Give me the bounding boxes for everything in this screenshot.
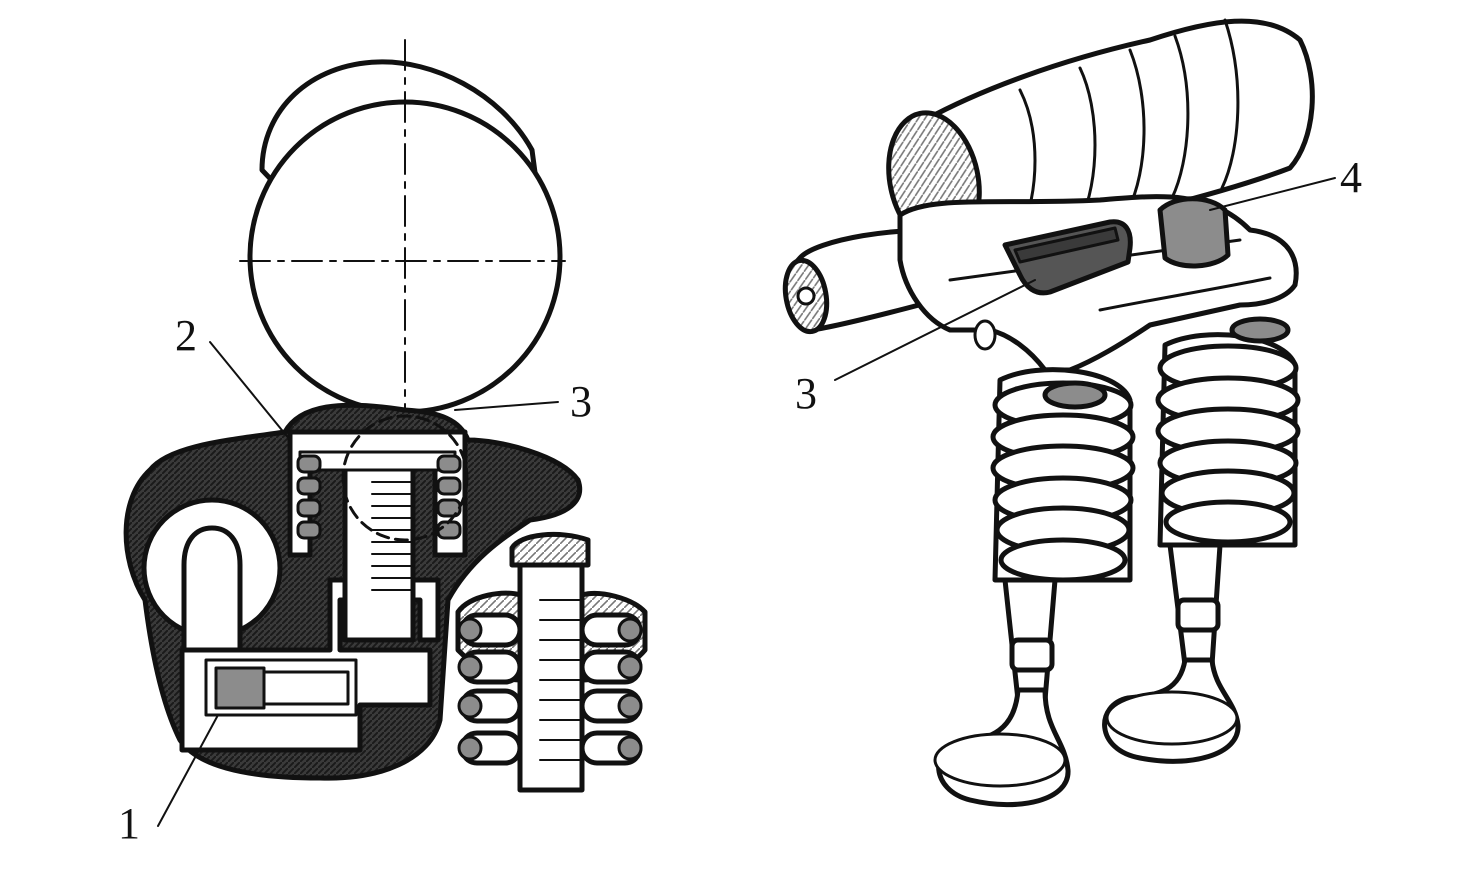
check-valve-element	[214, 666, 266, 710]
camshaft-lobe	[239, 39, 566, 421]
leader-line-3-right	[834, 279, 1036, 381]
roller-outline	[341, 414, 469, 542]
leader-line-1	[157, 714, 219, 827]
valve-spring-coils	[457, 612, 643, 766]
right-isometric-view: 3 4	[782, 18, 1362, 808]
valve-right-spring	[1155, 343, 1301, 545]
valve-stem-threads	[539, 599, 581, 761]
valve-right	[1102, 316, 1301, 764]
leader-line-4	[1209, 177, 1336, 211]
leader-line-3	[454, 401, 559, 411]
callout-1: 1	[118, 799, 140, 848]
leader-line-2	[209, 341, 291, 441]
valve-left	[933, 367, 1136, 808]
hydraulic-element	[1157, 196, 1231, 269]
callout-2: 2	[175, 311, 197, 360]
plunger-threads	[371, 469, 413, 591]
callout-3: 3	[570, 377, 592, 426]
lifter-spring	[296, 454, 462, 540]
valve-left-spring	[990, 380, 1136, 583]
callout-4: 4	[1340, 153, 1362, 202]
callout-3-right: 3	[795, 369, 817, 418]
left-cross-section: 1 2 3	[118, 39, 648, 848]
valve-assembly	[455, 531, 648, 793]
